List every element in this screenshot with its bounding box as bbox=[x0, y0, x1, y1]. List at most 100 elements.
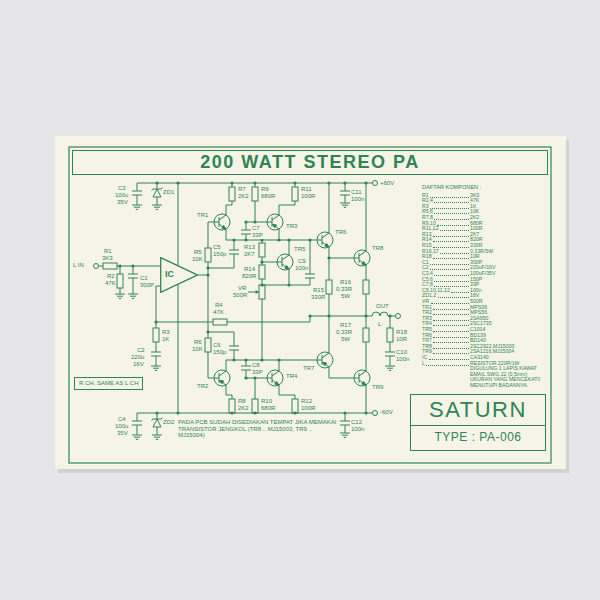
dot-leader bbox=[433, 258, 468, 259]
part-label: +60V bbox=[380, 180, 394, 187]
part-label: 150p bbox=[213, 349, 226, 356]
zener-symbol bbox=[152, 418, 163, 428]
trimmer-arrow bbox=[256, 290, 259, 294]
dot-leader bbox=[430, 197, 468, 198]
component-value: RESISTOR 220R/1W DIGULUNG 1 LAPIS KAWAT … bbox=[470, 361, 546, 389]
ground-symbol bbox=[115, 294, 125, 298]
part-label: R8 bbox=[238, 398, 246, 405]
resistor-symbol bbox=[229, 187, 235, 201]
terminal-circle bbox=[396, 314, 401, 319]
part-label: 16V bbox=[133, 361, 144, 368]
component-name: L bbox=[422, 361, 425, 367]
part-label: 220u bbox=[131, 354, 144, 361]
part-label: 2K2 bbox=[238, 405, 249, 412]
dot-leader bbox=[433, 337, 468, 338]
part-label: R14 bbox=[244, 266, 255, 273]
title-text: 200 WATT STEREO PA bbox=[200, 152, 419, 173]
part-label: 3K3 bbox=[102, 255, 113, 262]
dot-leader bbox=[433, 247, 468, 248]
part-label: 100R bbox=[301, 193, 315, 200]
dot-leader bbox=[433, 348, 468, 349]
dot-leader bbox=[434, 281, 468, 282]
part-label: R1 bbox=[104, 248, 112, 255]
part-label: R18 bbox=[396, 329, 407, 336]
part-label: TR3 bbox=[286, 223, 297, 230]
resistor-symbols bbox=[103, 187, 393, 413]
part-label: 10R bbox=[396, 336, 407, 343]
capacitor-symbol bbox=[229, 250, 239, 254]
transistor-symbol bbox=[354, 250, 370, 266]
capacitor-symbol bbox=[229, 346, 239, 350]
part-label: C7 bbox=[252, 225, 260, 232]
part-label: 0,33R bbox=[336, 286, 352, 293]
resistor-symbol bbox=[259, 265, 265, 279]
part-label: R11 bbox=[301, 186, 312, 193]
box-heading: IC bbox=[165, 270, 174, 280]
dot-leader bbox=[440, 253, 468, 254]
part-label: R16 bbox=[340, 279, 351, 286]
part-label: 1K bbox=[162, 336, 169, 343]
capacitor-symbol bbox=[132, 421, 142, 425]
part-label: C12 bbox=[351, 419, 362, 426]
resistor-symbol bbox=[153, 328, 159, 342]
ground-symbol bbox=[132, 205, 142, 209]
dot-leader bbox=[433, 236, 468, 237]
part-label: 100u bbox=[115, 192, 128, 199]
resistor-symbol bbox=[259, 243, 265, 257]
ground-symbol bbox=[152, 435, 162, 439]
part-label: 0,33R bbox=[336, 329, 352, 336]
resistor-symbol bbox=[363, 280, 369, 294]
transistor-symbol bbox=[214, 214, 230, 230]
part-label: 47K bbox=[213, 309, 224, 316]
resistor-symbol bbox=[292, 399, 298, 413]
dot-leader bbox=[434, 202, 468, 203]
resistor-symbol bbox=[117, 274, 123, 288]
resistor-symbol bbox=[326, 280, 332, 294]
transistor-symbol bbox=[267, 214, 283, 230]
part-label: 10K bbox=[192, 256, 203, 263]
dot-leader bbox=[433, 314, 468, 315]
terminal-circle bbox=[373, 181, 378, 186]
part-label: 330R bbox=[311, 294, 325, 301]
dot-leader bbox=[433, 241, 468, 242]
transistor-symbols bbox=[214, 214, 370, 386]
part-label: C10 bbox=[396, 349, 407, 356]
terminal-circle bbox=[94, 264, 99, 269]
box-text: TYPE : PA-006 bbox=[411, 426, 545, 450]
part-label: 5W bbox=[341, 336, 350, 343]
part-label: 35V bbox=[117, 430, 128, 437]
part-label: R9 bbox=[261, 186, 269, 193]
part-label: R6 bbox=[194, 339, 202, 346]
part-label: C9 bbox=[298, 258, 306, 265]
part-label: R3 bbox=[162, 329, 170, 336]
part-label: TR8 bbox=[372, 245, 383, 252]
inductor-coil bbox=[372, 312, 388, 316]
title-band: 200 WATT STEREO PA bbox=[72, 150, 548, 175]
capacitor-symbols bbox=[128, 191, 395, 425]
resistor-symbol bbox=[387, 328, 393, 342]
wires bbox=[99, 183, 396, 435]
ground-symbol bbox=[152, 205, 162, 209]
transistor-symbol bbox=[277, 254, 293, 270]
part-label: L bbox=[378, 321, 381, 328]
part-label: C3 bbox=[118, 185, 126, 192]
part-label: TR6 bbox=[335, 229, 346, 236]
part-label: -60V bbox=[380, 409, 393, 416]
resistor-symbol bbox=[252, 187, 258, 201]
dot-leader bbox=[433, 342, 468, 343]
part-label: R13 bbox=[244, 244, 255, 251]
capacitor-symbol bbox=[305, 274, 315, 278]
ground-symbol bbox=[385, 366, 395, 370]
dot-leader bbox=[426, 365, 468, 366]
part-label: R2 bbox=[107, 273, 115, 280]
capacitor-symbol bbox=[340, 191, 350, 195]
part-label: 33P bbox=[252, 369, 263, 376]
triangle-outline-path bbox=[161, 258, 198, 293]
part-label: TR7 bbox=[303, 365, 314, 372]
part-label: 150p bbox=[213, 251, 226, 258]
dot-leader bbox=[433, 325, 468, 326]
part-label: 47K bbox=[105, 280, 116, 287]
part-label: 680R bbox=[261, 405, 275, 412]
part-label: R4 bbox=[215, 302, 223, 309]
part-label: C11 bbox=[351, 189, 362, 196]
